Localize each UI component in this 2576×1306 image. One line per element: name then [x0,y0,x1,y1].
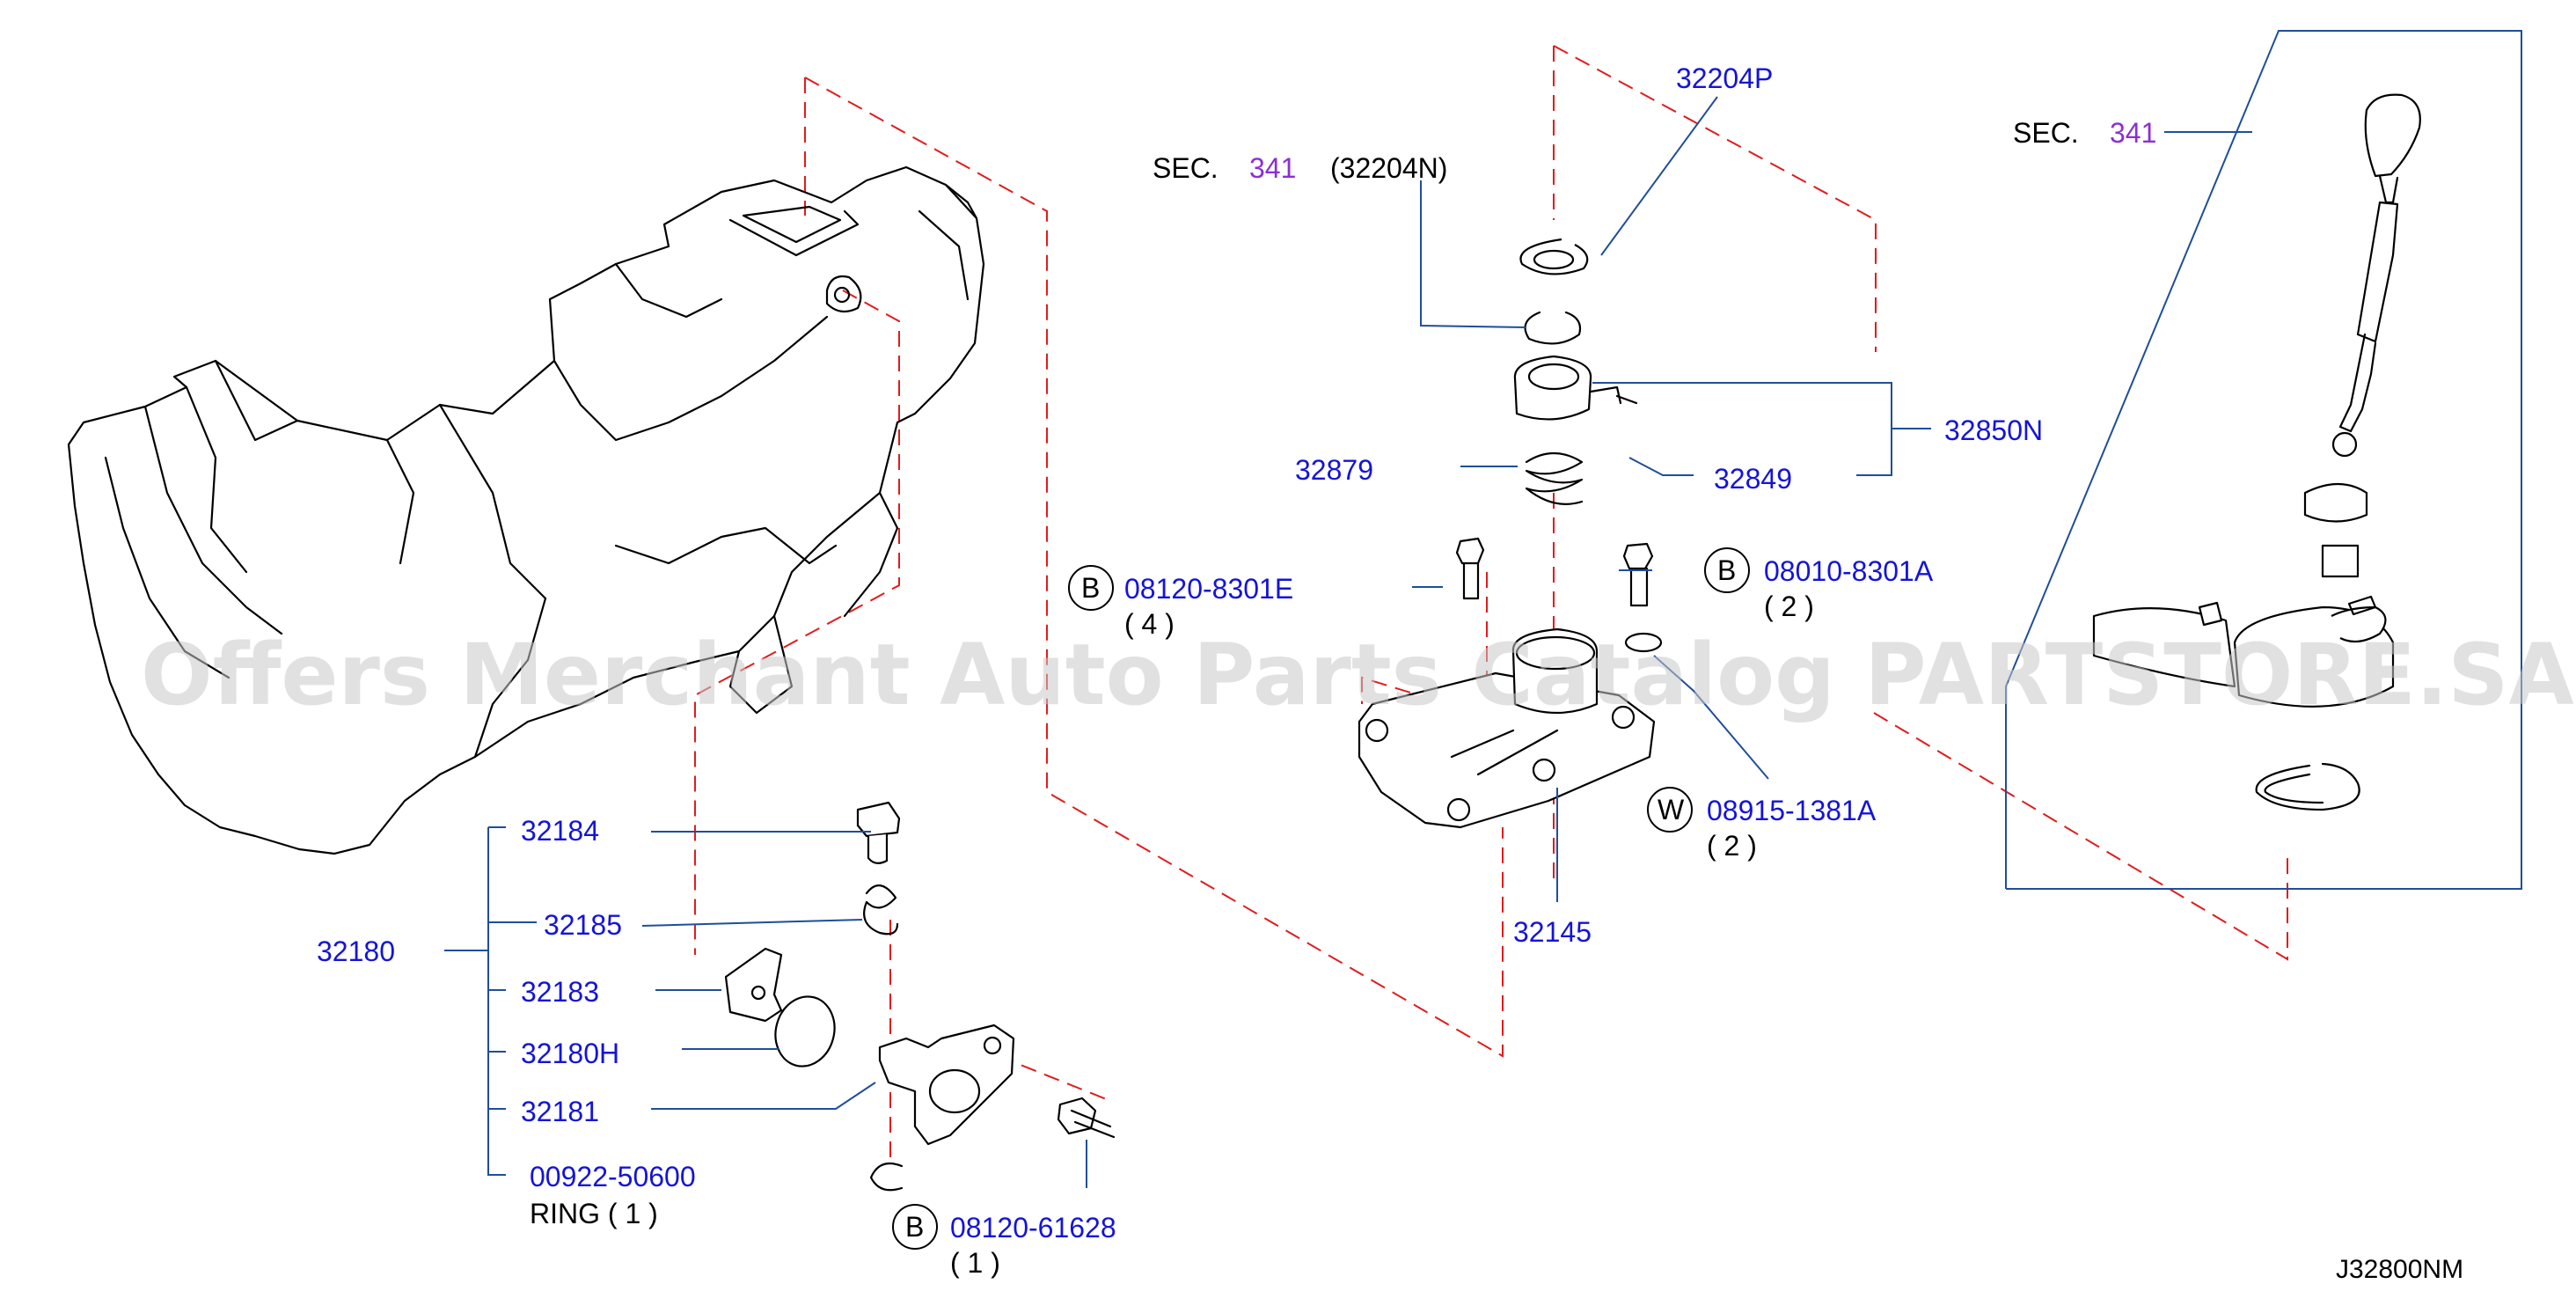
label-32183[interactable]: 32183 [521,976,599,1008]
qty-08120-61628: ( 1 ) [950,1247,1000,1279]
label-32180[interactable]: 32180 [317,935,395,967]
bolt-badge-b2 [1704,547,1750,593]
label-32204N: (32204N) [1330,152,1447,184]
leader-lines [444,96,2252,1188]
qty-08010-8301A: ( 2 ) [1764,591,1814,622]
badge-letter-b3: B [905,1211,924,1243]
washer-badge-w [1647,787,1693,833]
label-32145[interactable]: 32145 [1513,916,1592,948]
label-32879[interactable]: 32879 [1295,454,1373,486]
label-32849[interactable]: 32849 [1714,463,1792,495]
label-sec-341-right-link[interactable]: 341 [2110,117,2156,149]
label-32204P[interactable]: 32204P [1676,62,1773,94]
label-00922-50600[interactable]: 00922-50600 [530,1161,696,1192]
qty-08915-1381A: ( 2 ) [1707,830,1757,862]
assembly-dashed-lines [694,45,2288,1162]
label-32180H[interactable]: 32180H [521,1038,619,1069]
label-08915-1381A[interactable]: 08915-1381A [1707,795,1877,826]
label-08120-8301E[interactable]: 08120-8301E [1124,573,1293,605]
shift-lever-box [2005,30,2522,890]
badge-letter-w: W [1658,794,1685,825]
label-sec-341-right: SEC. [2013,117,2079,149]
label-32850N[interactable]: 32850N [1944,415,2043,446]
label-ring-qty: RING ( 1 ) [530,1198,658,1229]
center-assembly [1358,238,1663,829]
qty-08120-8301E: ( 4 ) [1124,608,1175,640]
transmission-case [67,165,985,855]
watermark: Offers Merchant Auto Parts Catalog PARTS… [141,626,2574,724]
label-32184[interactable]: 32184 [521,815,599,847]
label-sec-341-top: SEC. [1153,152,1218,184]
badge-letter-b2: B [1717,554,1736,586]
bolt-badge-b1 [1068,565,1114,611]
striker-assembly [724,801,1116,1192]
label-sec-341-top-link[interactable]: 341 [1249,152,1296,184]
label-08120-61628[interactable]: 08120-61628 [950,1212,1116,1244]
diagram-code: J32800NM [2336,1255,2463,1284]
label-08010-8301A[interactable]: 08010-8301A [1764,555,1934,587]
badge-letter-b1: B [1081,572,1100,604]
label-32185[interactable]: 32185 [544,909,622,941]
bolt-badge-b3 [892,1204,938,1250]
label-32181[interactable]: 32181 [521,1096,599,1127]
